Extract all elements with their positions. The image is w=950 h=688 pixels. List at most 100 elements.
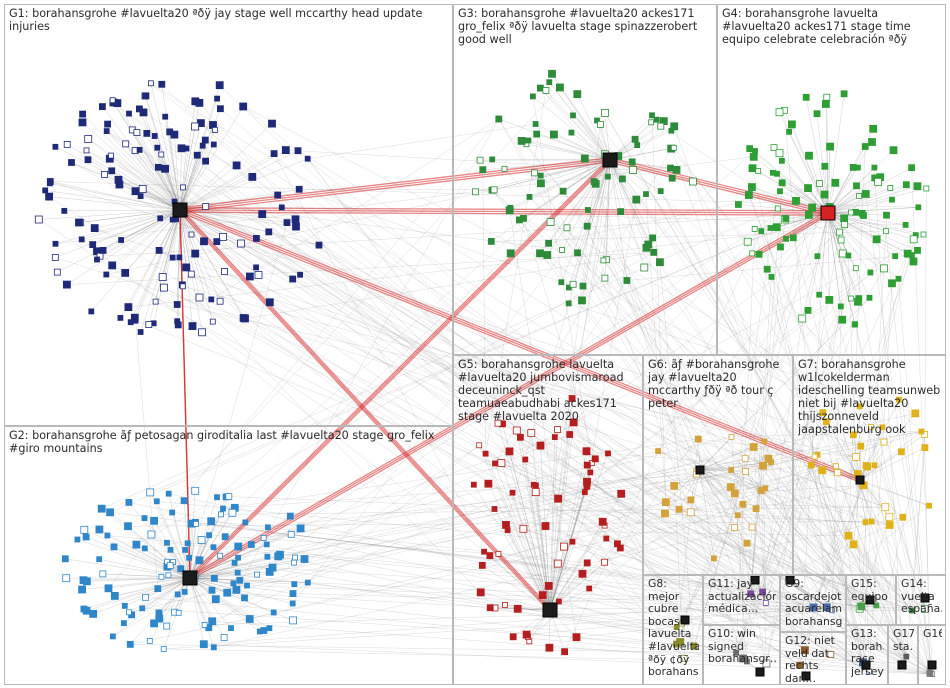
heavy-edge <box>179 157 611 209</box>
graph-node <box>909 252 915 259</box>
graph-node <box>79 110 86 118</box>
edge <box>634 139 907 657</box>
edge <box>110 206 830 513</box>
graph-node <box>918 428 925 435</box>
graph-node <box>847 295 854 302</box>
graph-node <box>197 536 206 544</box>
edge <box>77 539 191 579</box>
graph-node <box>822 603 831 612</box>
group-box-g16: G16 <box>918 625 946 685</box>
hub-node-g7 <box>855 475 865 485</box>
graph-node <box>108 152 114 159</box>
graph-node <box>629 166 637 174</box>
edge <box>527 412 823 638</box>
graph-node <box>139 108 148 117</box>
graph-node <box>490 186 498 194</box>
edge <box>179 209 214 322</box>
edge <box>549 422 574 611</box>
graph-node <box>855 164 861 171</box>
edge <box>189 522 196 579</box>
edge <box>150 83 181 211</box>
edge <box>102 106 181 211</box>
graph-node <box>601 109 609 117</box>
graph-node <box>177 565 185 573</box>
edge <box>734 485 864 494</box>
edge <box>827 212 855 325</box>
edge <box>549 82 611 161</box>
graph-node <box>813 110 821 118</box>
graph-node <box>110 543 118 551</box>
graph-node <box>734 512 741 519</box>
graph-node <box>655 448 661 455</box>
edge <box>106 130 831 655</box>
graph-node <box>155 609 163 617</box>
edge <box>49 183 181 211</box>
graph-node <box>569 418 578 427</box>
edge <box>906 447 926 657</box>
graph-node <box>83 147 90 154</box>
graph-node <box>869 124 878 133</box>
edge <box>557 176 609 499</box>
edge <box>531 433 551 611</box>
edge <box>292 445 480 594</box>
graph-node <box>99 246 107 254</box>
graph-node <box>146 638 153 644</box>
edge <box>87 159 181 211</box>
edge <box>491 190 931 674</box>
graph-node <box>579 282 587 290</box>
graph-node <box>745 191 753 199</box>
edge <box>112 100 181 211</box>
edge <box>189 577 293 604</box>
graph-node <box>260 535 267 541</box>
graph-node <box>283 219 291 227</box>
heavy-edge <box>179 209 551 611</box>
edge <box>586 486 877 606</box>
edge <box>859 427 883 481</box>
edge <box>827 212 885 269</box>
graph-node <box>742 467 749 475</box>
heavy-edge <box>609 159 829 214</box>
edge <box>697 297 870 473</box>
edge <box>243 106 933 675</box>
graph-node <box>749 250 756 257</box>
graph-node <box>182 263 191 272</box>
edge <box>307 582 864 663</box>
edge <box>545 90 611 161</box>
graph-node <box>472 188 479 196</box>
graph-node <box>798 314 807 323</box>
graph-node <box>833 463 839 470</box>
graph-node <box>157 215 164 222</box>
graph-node <box>770 144 778 152</box>
edge <box>734 160 783 494</box>
edge <box>150 83 764 466</box>
edge <box>742 504 886 508</box>
edge <box>549 546 565 611</box>
edge <box>191 273 748 662</box>
heavy-edge <box>179 211 551 613</box>
edge <box>179 209 221 302</box>
graph-node <box>497 459 506 468</box>
edge <box>742 306 842 659</box>
edge <box>795 200 857 458</box>
graph-node <box>74 536 81 543</box>
graph-node <box>124 303 133 312</box>
graph-node <box>632 195 641 204</box>
edge <box>827 128 874 214</box>
graph-node <box>159 283 168 292</box>
edge <box>494 508 907 657</box>
graph-node <box>75 218 83 227</box>
graph-node <box>821 162 829 170</box>
edge <box>586 226 744 659</box>
edge <box>586 159 611 227</box>
graph-node <box>505 447 514 456</box>
graph-node <box>690 642 698 650</box>
graph-node <box>550 130 558 139</box>
graph-node <box>648 119 655 126</box>
edge <box>84 529 191 579</box>
graph-node <box>482 450 489 457</box>
graph-node <box>751 225 758 232</box>
edge <box>491 159 611 242</box>
graph-node <box>908 164 915 172</box>
edge <box>189 558 305 579</box>
group-box-g3: G3: borahansgrohe #lavuelta20 ackes171 g… <box>453 4 717 355</box>
